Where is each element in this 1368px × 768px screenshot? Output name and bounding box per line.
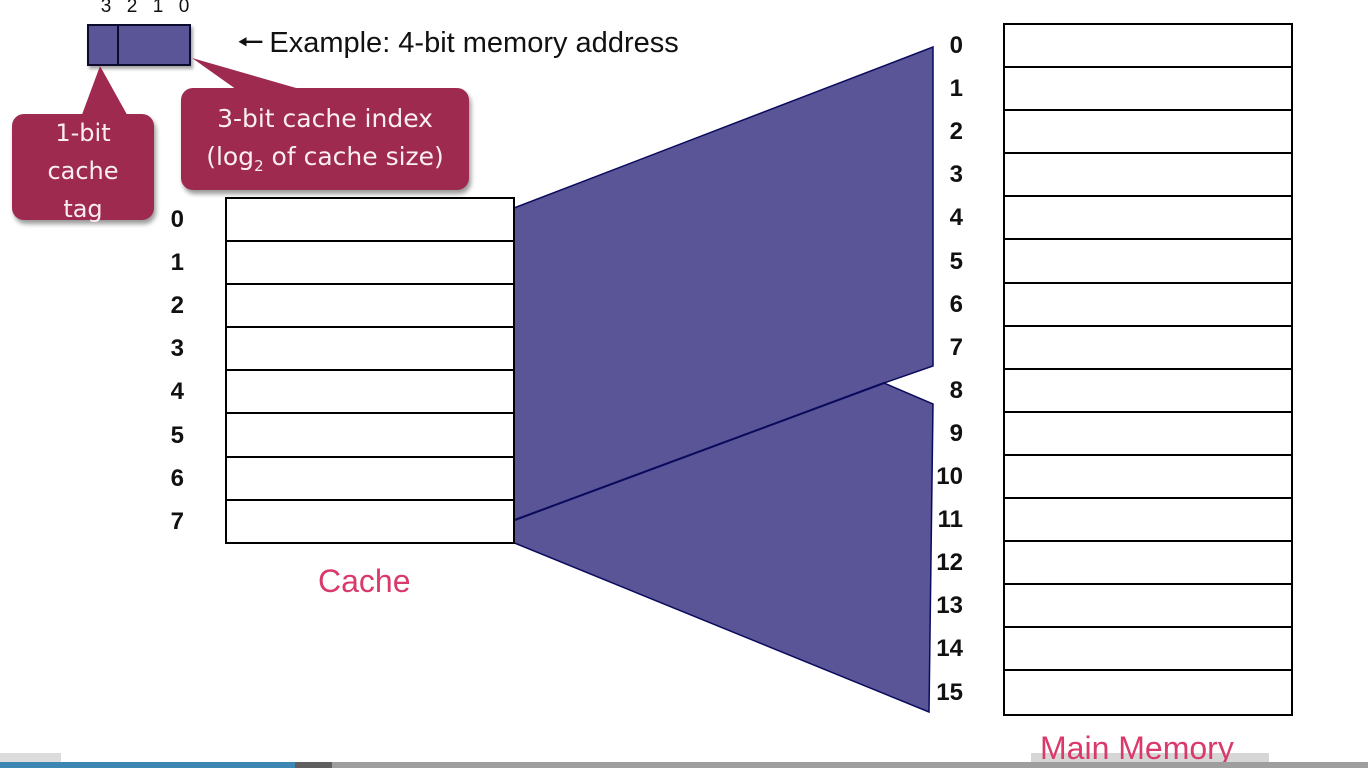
tag-callout-pointer: [80, 66, 130, 120]
row-index-label: 14: [936, 635, 963, 663]
table-row: [227, 458, 513, 501]
row-index-label: 13: [936, 592, 963, 620]
row-index-label: 6: [170, 464, 184, 492]
table-row: [1005, 671, 1291, 714]
callout-text: of cache size): [263, 142, 444, 171]
cache-table: [225, 197, 515, 544]
table-row: [1005, 284, 1291, 327]
row-index-label: 5: [949, 247, 963, 275]
cache-caption: Cache: [318, 563, 411, 599]
callout-line: cache: [47, 157, 119, 185]
table-row: [1005, 154, 1291, 198]
index-callout-pointer: [192, 58, 310, 92]
tag-index-divider: [117, 26, 119, 64]
row-index-label: 8: [949, 376, 963, 404]
table-row: [1005, 370, 1291, 413]
table-row: [1005, 585, 1291, 629]
table-row: [227, 414, 513, 458]
row-index-label: 2: [949, 118, 963, 146]
mapping-divider-line: [511, 382, 885, 522]
row-index-label: 15: [936, 678, 963, 706]
table-row: [1005, 628, 1291, 672]
row-index-label: 6: [949, 290, 963, 318]
table-row: [227, 199, 513, 243]
callout-line: 1-bit: [55, 119, 111, 147]
table-row: [1005, 240, 1291, 284]
video-progress-bar[interactable]: [0, 762, 1368, 768]
row-index-label: 11: [937, 506, 963, 534]
row-index-label: 3: [170, 335, 184, 363]
callout-text: (log: [206, 142, 255, 171]
table-row: [227, 285, 513, 329]
callout-line: 3-bit cache index: [217, 104, 433, 133]
row-index-label: 7: [949, 333, 963, 361]
address-bits-box: [87, 24, 191, 66]
row-index-label: 12: [936, 549, 963, 577]
bit-number: 1: [152, 0, 164, 17]
bit-number: 0: [178, 0, 190, 17]
left-arrow-icon: 🠐: [238, 27, 264, 59]
row-index-label: 5: [170, 421, 184, 449]
video-played-progress: [0, 762, 296, 768]
row-index-label: 7: [170, 507, 184, 535]
callout-line: tag: [63, 195, 103, 223]
table-row: [227, 328, 513, 372]
table-row: [227, 242, 513, 286]
table-row: [1005, 111, 1291, 155]
row-index-label: 0: [949, 32, 963, 59]
bit-number: 2: [126, 0, 138, 17]
row-index-label: 1: [949, 75, 963, 103]
main-memory-caption: Main Memory: [1040, 730, 1234, 766]
cache-index-callout: 3-bit cache index (log2 of cache size): [181, 88, 469, 190]
row-index-label: 4: [949, 204, 963, 232]
row-index-label: 9: [949, 419, 963, 447]
table-row: [1005, 499, 1291, 543]
table-row: [1005, 456, 1291, 500]
cache-tag-callout: 1-bit cache tag: [12, 114, 154, 223]
row-index-label: 4: [170, 378, 184, 406]
subscript: 2: [254, 157, 264, 175]
table-row: [1005, 327, 1291, 370]
bit-number: 3: [100, 0, 112, 17]
row-index-label: 1: [170, 249, 184, 277]
table-row: [227, 371, 513, 415]
table-row: [1005, 542, 1291, 586]
table-row: [1005, 25, 1291, 69]
table-row: [1005, 197, 1291, 241]
table-row: [1005, 68, 1291, 112]
slide-title: 🠐Example: 4-bit memory address: [238, 22, 679, 71]
row-index-label: 2: [170, 292, 184, 320]
row-index-label: 10: [936, 463, 963, 490]
player-control-chip[interactable]: [0, 753, 61, 762]
main-memory-table: [1003, 23, 1293, 716]
table-row: [227, 501, 513, 544]
row-index-label: 3: [949, 161, 963, 189]
callout-line: (log2 of cache size): [181, 138, 469, 185]
slide-title-text: Example: 4-bit memory address: [269, 27, 679, 59]
row-index-label: 0: [170, 206, 184, 233]
table-row: [1005, 413, 1291, 456]
